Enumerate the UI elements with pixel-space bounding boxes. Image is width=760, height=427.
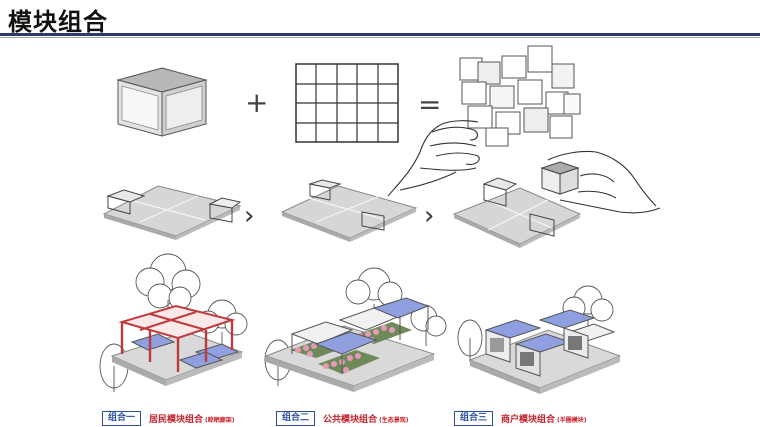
arrow-step-2: › [424, 201, 434, 231]
title-underline-thin [0, 37, 760, 38]
combo-3-illustration [468, 309, 622, 394]
page-title: 模块组合 [8, 8, 108, 36]
combo-name-1: 居民模块组合(晾晒廊架) [149, 414, 235, 425]
tree-sketch-8 [457, 319, 483, 362]
combo-sub-2: (生态景观) [379, 416, 409, 424]
combo-sub-3: (半圈模块) [557, 416, 587, 424]
tree-sketch-3 [99, 343, 129, 392]
combo-caption-2: 组合二 公共模块组合(生态景观) [276, 410, 409, 426]
combo-tag-3: 组合三 [454, 410, 494, 426]
combo-caption-1: 组合一 居民模块组合(晾晒廊架) [102, 410, 235, 426]
assembled-modules-illustration [459, 45, 581, 147]
combo-name-2: 公共模块组合(生态景观) [323, 414, 409, 425]
platform-step-3 [452, 177, 582, 248]
arrow-step-1: › [244, 201, 254, 231]
equals-sign: = [418, 88, 441, 121]
platform-step-1 [102, 185, 242, 240]
held-cube-illustration [540, 161, 580, 195]
grid-module-illustration [295, 63, 399, 143]
plus-sign: + [245, 86, 268, 119]
platform-step-2 [280, 179, 418, 242]
combo-caption-3: 组合三 商户模块组合(半圈模块) [454, 410, 587, 426]
cube-module-illustration [116, 67, 208, 137]
combo-2-illustration [264, 297, 436, 392]
left-hand-sketch [387, 120, 480, 197]
combo-1-illustration [110, 304, 244, 386]
tree-sketch-5 [410, 304, 447, 346]
title-underline [0, 33, 760, 36]
combo-tag-2: 组合二 [276, 410, 316, 426]
combo-name-3: 商户模块组合(半圈模块) [501, 414, 587, 425]
combo-tag-1: 组合一 [102, 410, 142, 426]
combo-sub-1: (晾晒廊架) [205, 416, 235, 424]
right-hand-sketch [547, 150, 661, 214]
